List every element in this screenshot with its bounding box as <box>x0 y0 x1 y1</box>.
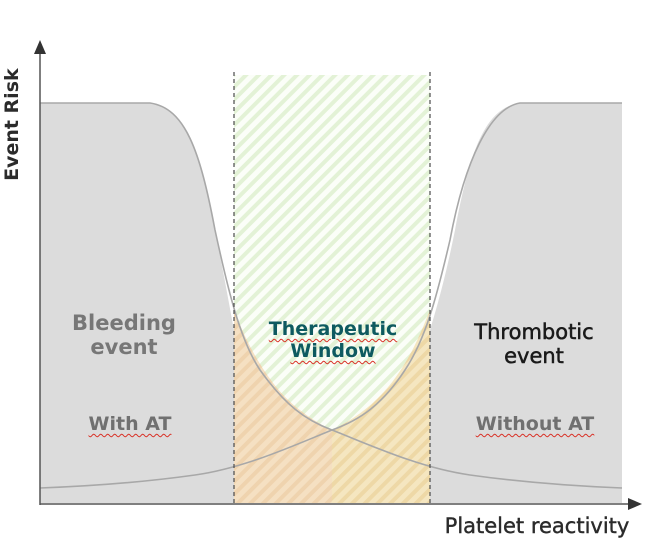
thrombotic-risk-area <box>430 103 622 503</box>
window-label-line1: Therapeutic <box>268 318 398 340</box>
bleeding-label-line2: event <box>90 335 158 360</box>
x-axis-label: Platelet reactivity <box>444 514 630 538</box>
with-at-label: With AT <box>62 413 198 436</box>
thrombotic-event-label: Thrombotic event <box>452 320 616 369</box>
therapeutic-window-label: Therapeutic Window <box>250 318 416 363</box>
bleeding-event-label: Bleeding event <box>62 311 186 359</box>
window-label-line2: Window <box>290 339 376 362</box>
thrombotic-curve <box>39 102 622 489</box>
thrombotic-label-line1: Thrombotic <box>474 320 594 345</box>
bleeding-label-line1: Bleeding <box>72 311 176 335</box>
with-at-text: With AT <box>88 413 172 435</box>
y-axis-label: Event Risk <box>1 68 24 181</box>
bleeding-risk-area <box>40 103 234 503</box>
x-axis-arrow-icon <box>628 498 642 510</box>
overlap-area-right <box>332 310 430 503</box>
without-at-label: Without AT <box>460 413 610 436</box>
thrombotic-label-line2: event <box>504 344 564 369</box>
bleeding-curve <box>40 102 623 489</box>
y-axis-arrow-icon <box>34 40 46 54</box>
without-at-text: Without AT <box>475 413 595 435</box>
